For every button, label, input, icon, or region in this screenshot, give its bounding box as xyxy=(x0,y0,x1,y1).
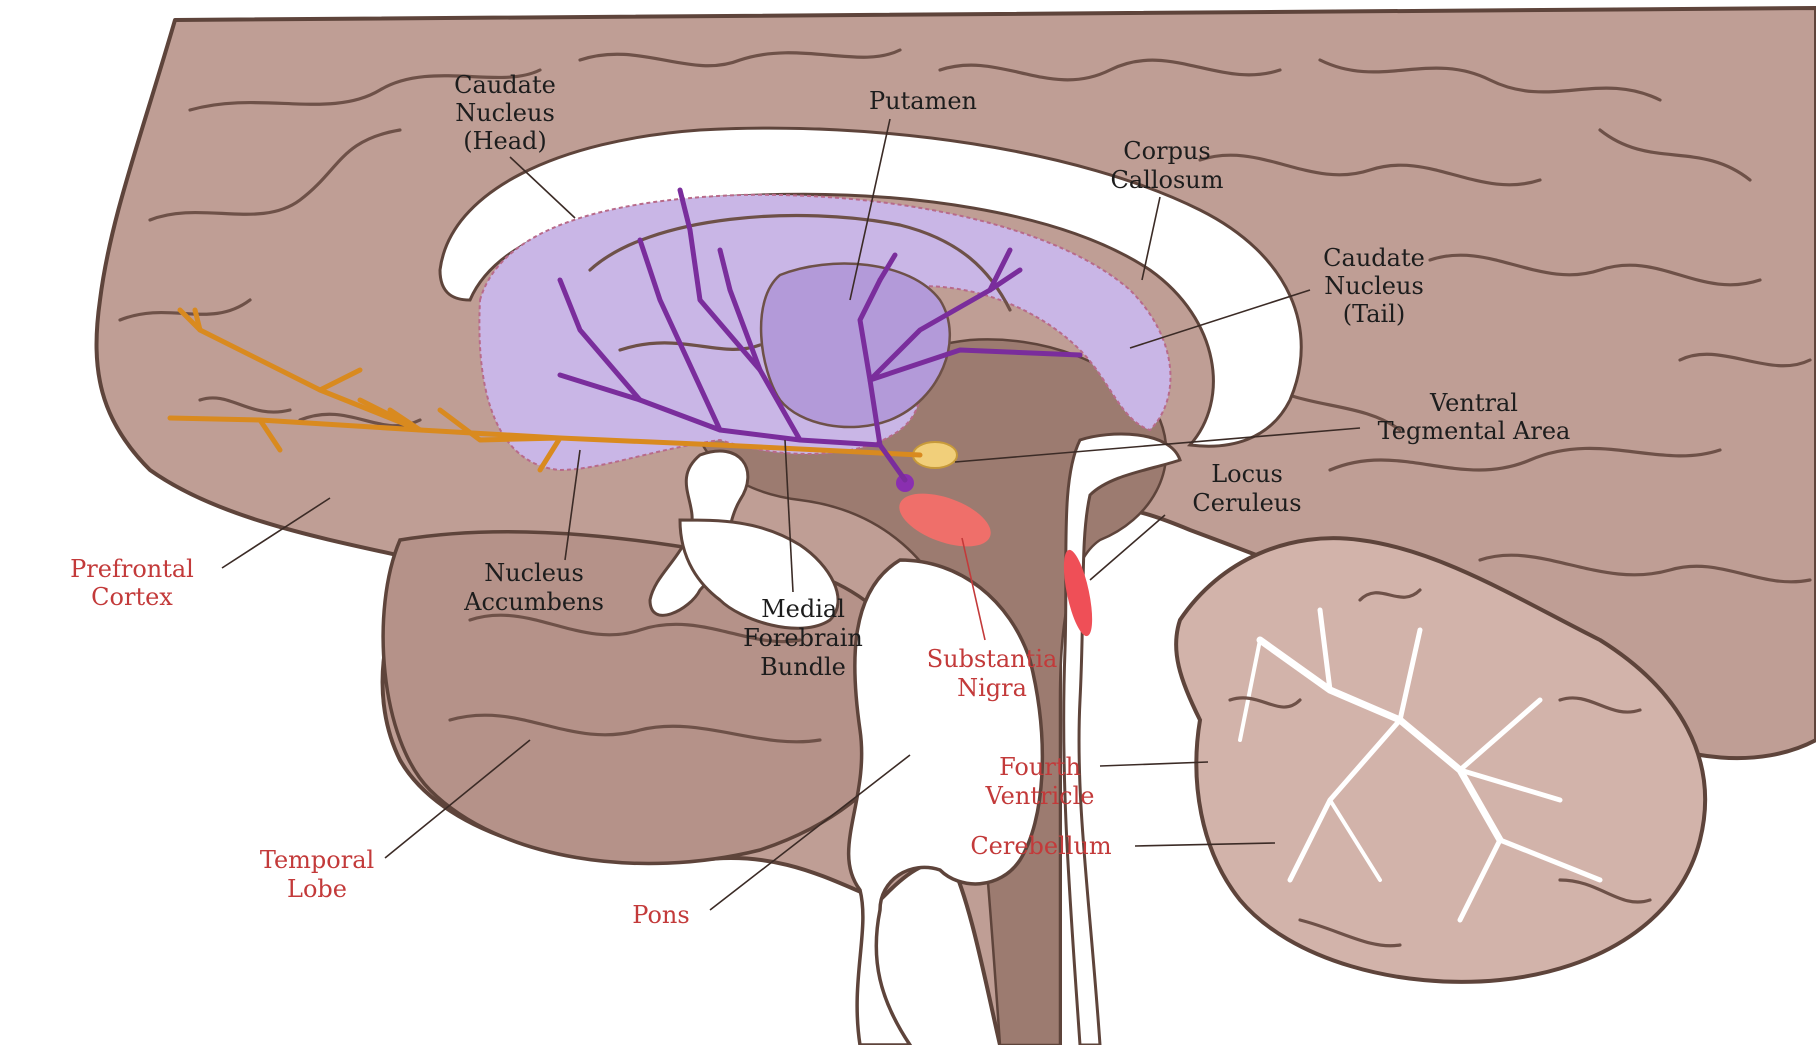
label-temporal-line2: Lobe xyxy=(287,875,347,903)
label-prefrontal-line2: Cortex xyxy=(91,583,173,611)
label-mfb-line1: Medial xyxy=(761,595,845,623)
label-fourth-ventricle-line1: Fourth xyxy=(999,753,1081,781)
label-mfb-line2: Forebrain xyxy=(743,624,863,652)
label-caudate-tail-line2: Nucleus xyxy=(1324,272,1424,300)
label-caudate-head-line3: (Head) xyxy=(463,127,547,155)
label-prefrontal-line1: Prefrontal xyxy=(70,555,194,583)
label-putamen-line1: Putamen xyxy=(869,87,977,115)
label-caudate-head-line2: Nucleus xyxy=(455,99,555,127)
label-locus-ceruleus-line2: Ceruleus xyxy=(1192,489,1301,517)
label-accumbens-line2: Accumbens xyxy=(463,588,604,616)
label-corpus-callosum-line1: Corpus xyxy=(1123,137,1210,165)
label-corpus-callosum-line2: Callosum xyxy=(1110,166,1223,194)
label-substantia-line2: Nigra xyxy=(957,674,1027,702)
label-caudate-tail-line3: (Tail) xyxy=(1343,300,1406,328)
label-caudate-tail-line1: Caudate xyxy=(1323,244,1425,272)
label-accumbens-line1: Nucleus xyxy=(484,559,584,587)
label-caudate-head-line1: Caudate xyxy=(454,71,556,99)
label-substantia-line1: Substantia xyxy=(927,645,1058,673)
label-pons-line1: Pons xyxy=(632,901,689,929)
label-cerebellum-line1: Cerebellum xyxy=(970,832,1112,860)
label-locus-ceruleus-line1: Locus xyxy=(1211,460,1283,488)
label-fourth-ventricle: Fourth Ventricle xyxy=(985,753,1208,810)
label-mfb-line3: Bundle xyxy=(760,653,846,681)
label-vta-line1: Ventral xyxy=(1429,389,1518,417)
label-fourth-ventricle-line2: Ventricle xyxy=(985,782,1095,810)
label-temporal-line1: Temporal xyxy=(260,846,374,874)
label-vta-line2: Tegmental Area xyxy=(1378,417,1571,445)
